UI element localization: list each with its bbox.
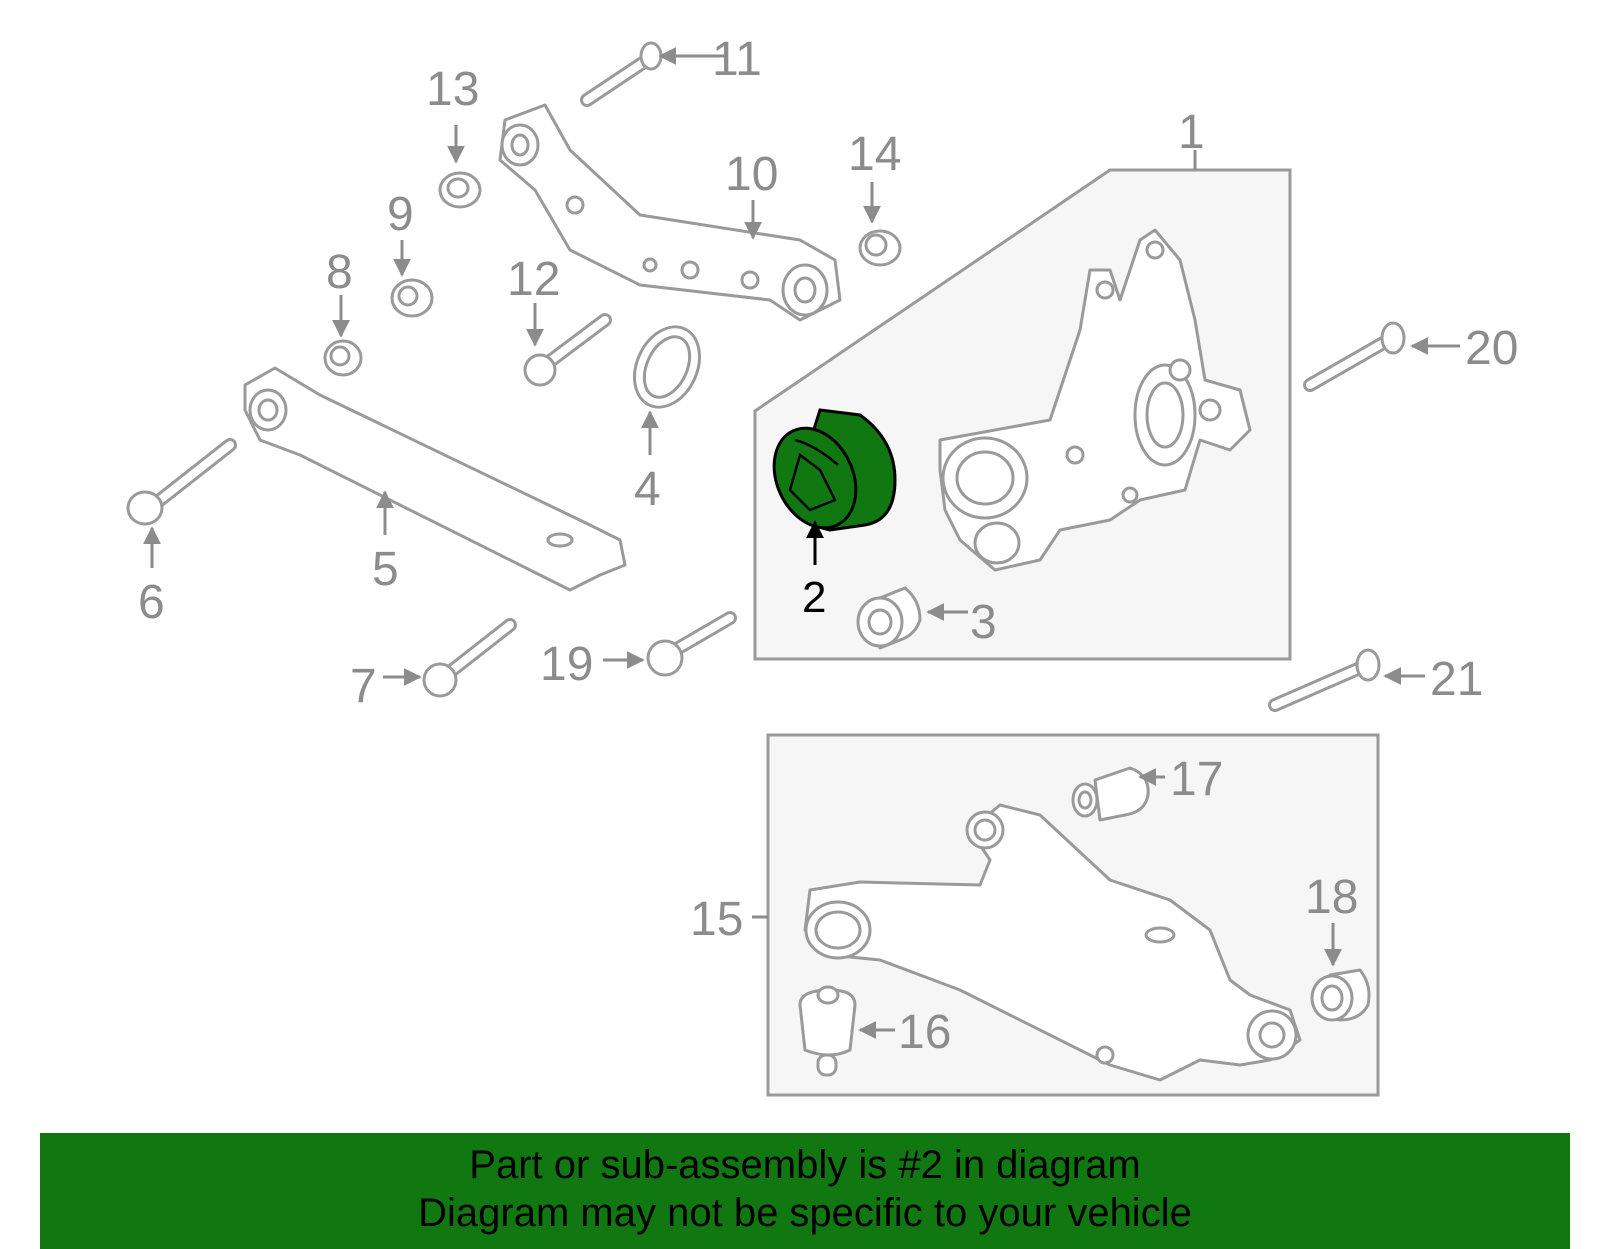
bolt-20[interactable]	[1303, 321, 1406, 392]
seal-ring-4[interactable]	[622, 316, 712, 417]
callout-18: 18	[1305, 871, 1358, 924]
bolt-11[interactable]	[580, 41, 663, 107]
callout-3: 3	[970, 596, 997, 649]
callout-1: 1	[1178, 106, 1205, 159]
callout-21: 21	[1430, 653, 1483, 706]
nut-13[interactable]	[438, 171, 482, 209]
upper-control-arm-10[interactable]	[498, 103, 842, 322]
bushing-2-highlighted[interactable]	[759, 408, 897, 541]
lower-link-5[interactable]	[243, 366, 627, 592]
callout-2: 2	[802, 573, 826, 622]
bushing-18[interactable]	[1310, 968, 1371, 1022]
callout-19: 19	[540, 638, 593, 691]
callout-20: 20	[1465, 322, 1518, 375]
callout-arrows	[143, 47, 1460, 1039]
bolt-12[interactable]	[523, 313, 612, 387]
callout-12: 12	[507, 253, 560, 306]
washer-9[interactable]	[390, 278, 434, 318]
callout-4: 4	[634, 463, 661, 516]
washer-8[interactable]	[323, 339, 363, 377]
callout-14: 14	[848, 128, 901, 181]
callout-17: 17	[1170, 753, 1223, 806]
callout-8: 8	[326, 246, 353, 299]
washer-14[interactable]	[858, 229, 902, 267]
callout-11: 11	[712, 33, 762, 86]
callout-16: 16	[898, 1006, 951, 1059]
callout-5: 5	[372, 543, 399, 596]
callout-6: 6	[138, 576, 165, 629]
callout-13: 13	[426, 63, 479, 116]
lower-control-arm-15[interactable]	[803, 803, 1302, 1082]
bushing-3[interactable]	[856, 586, 922, 650]
knuckle-1[interactable]	[938, 228, 1252, 572]
banner-line-2: Diagram may not be specific to your vehi…	[418, 1191, 1192, 1235]
ball-joint-16[interactable]	[798, 985, 857, 1077]
bolt-21[interactable]	[1268, 648, 1381, 712]
bolt-7[interactable]	[422, 618, 517, 698]
callout-15: 15	[690, 893, 743, 946]
callout-labels: 1 2 3 4 5 6 7 8 9 10 11 12 13 14 15 16 1…	[138, 33, 1518, 1059]
info-banner: Part or sub-assembly is #2 in diagram Di…	[40, 1133, 1570, 1249]
callout-7: 7	[350, 660, 377, 713]
banner-line-1: Part or sub-assembly is #2 in diagram	[469, 1143, 1141, 1187]
bushing-17[interactable]	[1071, 766, 1150, 822]
bolt-19[interactable]	[646, 611, 737, 677]
callout-10: 10	[725, 148, 778, 201]
bolt-6[interactable]	[126, 438, 237, 526]
callout-9: 9	[387, 188, 414, 241]
